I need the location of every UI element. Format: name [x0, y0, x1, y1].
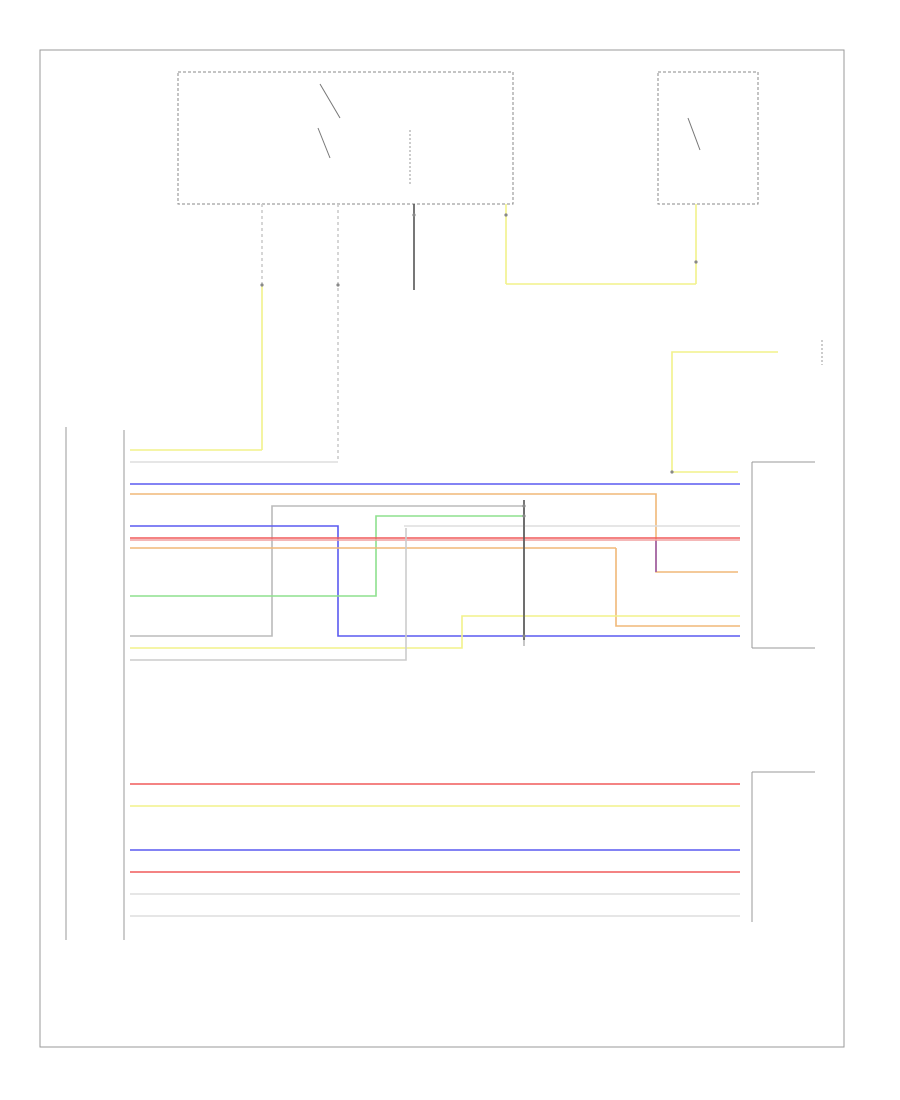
diagram-frame [39, 49, 845, 1048]
splice-dot [694, 260, 698, 264]
top-left-component-box [177, 71, 514, 205]
splice-dot [504, 213, 508, 217]
splice-dot [670, 470, 674, 474]
wire-gray-low [130, 528, 407, 661]
top-right-component [657, 71, 759, 205]
wire-yellow-mid [130, 615, 740, 649]
splice-dot [412, 213, 416, 217]
splice-dot [522, 504, 526, 508]
wire-green [130, 515, 524, 597]
top-right-component-box [657, 71, 759, 205]
top-left-component [177, 71, 514, 205]
wire-orange-3 [615, 548, 740, 627]
switch-contact [317, 127, 331, 159]
splice-dot [522, 634, 526, 638]
switch-contact [687, 117, 701, 151]
wire-gray-box [130, 505, 525, 646]
wire-yellow-upper-right [671, 351, 778, 473]
wire-orange-purple [130, 493, 738, 573]
splice-dot [336, 283, 340, 287]
splice-dot [260, 283, 264, 287]
splice-dot [522, 514, 526, 518]
wire-blue-loop [130, 525, 740, 637]
switch-contact [319, 83, 341, 119]
